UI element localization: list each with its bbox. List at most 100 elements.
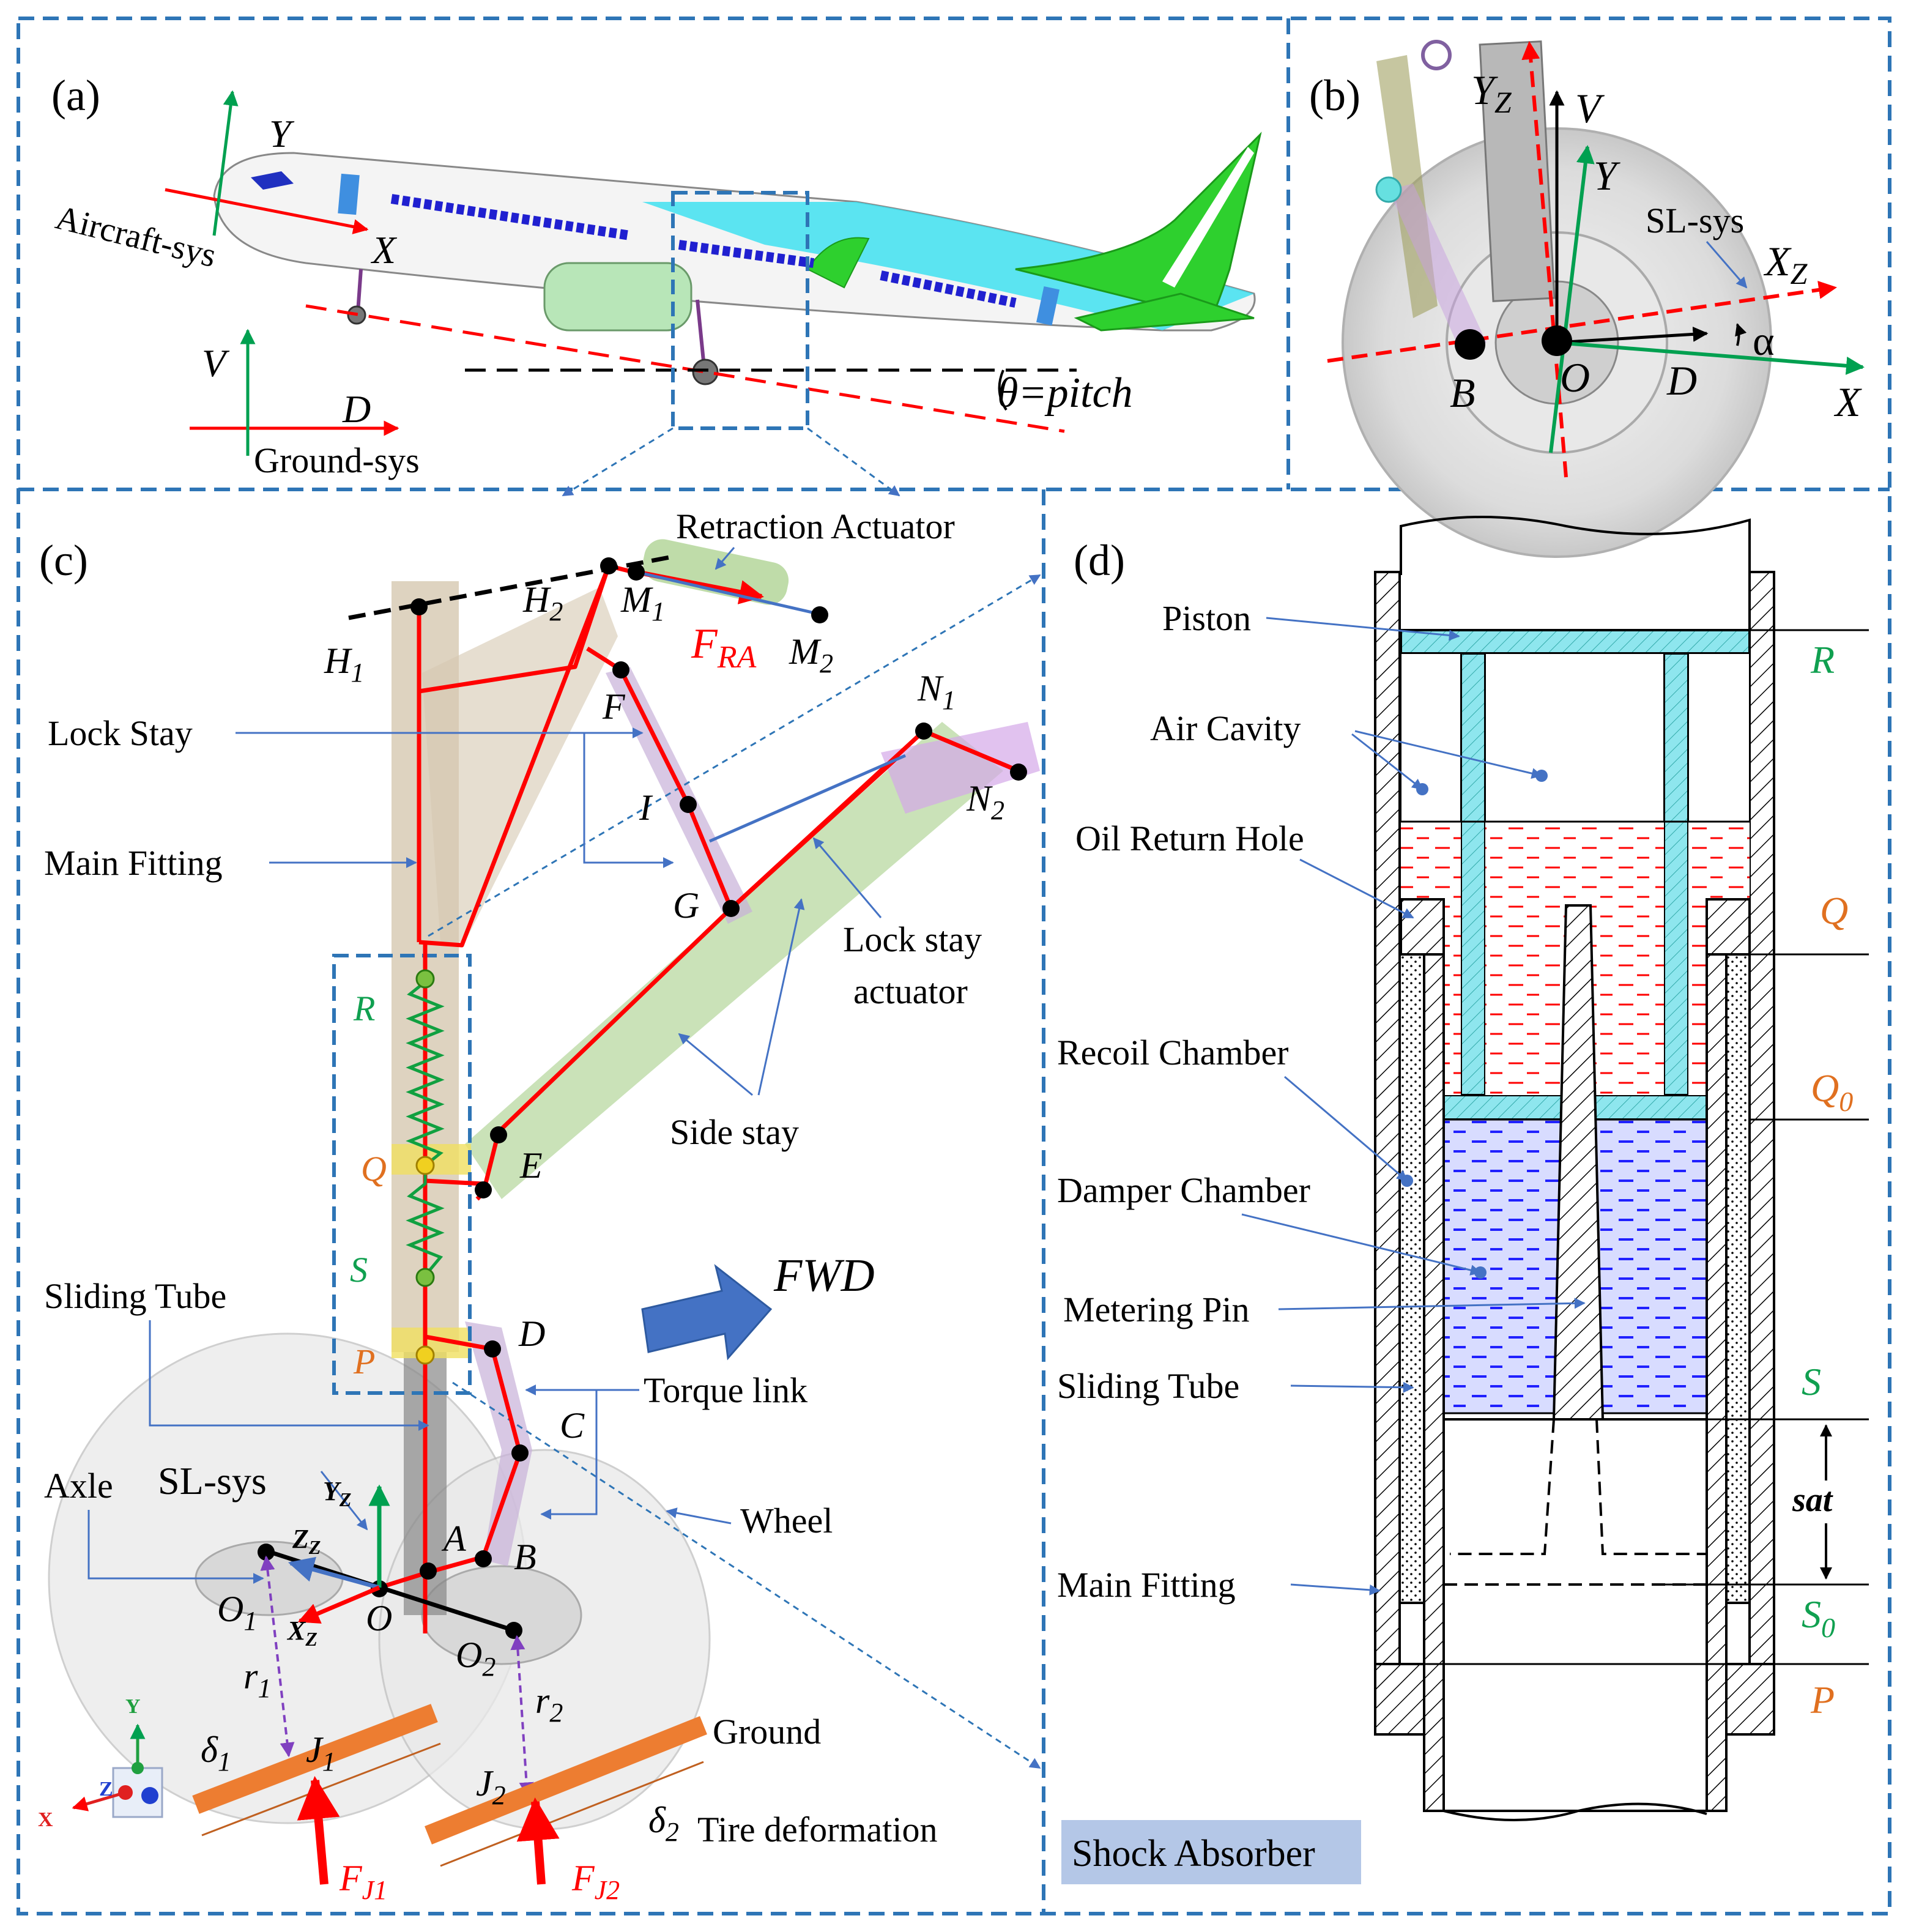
metering-pin-label: Metering Pin: [1063, 1290, 1249, 1329]
damper-chamber-leader: [1241, 1213, 1482, 1276]
o-label: O: [1560, 354, 1590, 401]
joint-D: [484, 1340, 501, 1358]
pitch-label: θ=pitch: [997, 370, 1133, 417]
main-fitting-label-d: Main Fitting: [1057, 1565, 1236, 1605]
P-label-c: P: [353, 1342, 375, 1381]
panel-a: (a) Y X Aircraft-sys: [51, 71, 1262, 497]
window-row-1: [390, 194, 631, 240]
sliding-tube-right: [1724, 953, 1751, 1604]
zoom-line-lower: [452, 1381, 1041, 1769]
triad-x-axis: [72, 1791, 126, 1811]
panel-c: (c): [38, 507, 1041, 1905]
M1-label: M1: [620, 579, 665, 626]
ground-v-label: V: [202, 341, 230, 385]
purple-link: [1389, 184, 1487, 355]
torque-link-line: [428, 1348, 522, 1575]
zoom-line-upper: [428, 574, 1041, 937]
air-cavity-label: Air Cavity: [1150, 708, 1301, 748]
delta2-label: δ2: [648, 1800, 679, 1847]
fwd-arrow: [641, 1264, 773, 1361]
damper-chamber-dot: [1474, 1266, 1487, 1279]
zoom-line-left: [562, 427, 674, 497]
joint-F: [612, 661, 629, 678]
spring-node-Q: [415, 1156, 435, 1175]
fj1-arrow: [297, 1776, 340, 1885]
aircraft-baseline: [305, 304, 1065, 433]
joint-G: [722, 900, 740, 917]
sl-zz-axis-c: [288, 1556, 380, 1590]
delta1-label: δ1: [201, 1730, 231, 1777]
joint-markers: [258, 557, 1027, 1639]
S0-label-d: S0: [1802, 1592, 1835, 1643]
retraction-actuator-label: Retraction Actuator: [676, 507, 955, 546]
ground-d-axis-b: [1556, 326, 1709, 344]
panel-frames: [17, 17, 1891, 1915]
joint-M2: [811, 606, 828, 623]
engine-nacelle: [543, 262, 692, 332]
joint-A: [420, 1562, 437, 1580]
lock-stay-actuator-leader: [812, 837, 882, 918]
spring-node-S: [415, 1268, 435, 1287]
truss-diagonal: [418, 565, 611, 948]
shock-absorber-label-bg: [1061, 1820, 1361, 1884]
main-fitting-leader-d: [1290, 1583, 1381, 1596]
H1-label: H1: [324, 641, 364, 688]
C-label: C: [560, 1405, 585, 1446]
sl-xz-axis-c: [297, 1585, 380, 1624]
triad-dot-blue: [141, 1787, 158, 1804]
aircraft-y-label: Y: [269, 112, 295, 155]
collar-link-upper: [425, 1178, 484, 1186]
R-label-c: R: [353, 989, 375, 1028]
main-fitting-label: Main Fitting: [44, 843, 223, 883]
piston-label: Piston: [1162, 598, 1251, 638]
sliding-tube-leader-d: [1290, 1381, 1414, 1393]
alpha-arc: [1735, 323, 1747, 346]
spring-node-R: [415, 969, 435, 989]
cockpit-window: [251, 171, 294, 190]
axle-leader: [87, 1510, 264, 1584]
joint-N1: [915, 723, 932, 740]
alpha-label: α: [1753, 318, 1775, 364]
lock-stay-actuator-axis: [708, 754, 907, 843]
d-label: D: [1666, 357, 1697, 404]
triad-z-label: Z: [99, 1778, 113, 1800]
axle-offset-line: [378, 1570, 429, 1590]
FJ2-label: FJ2: [571, 1858, 620, 1905]
side-stay-body: [465, 722, 1003, 1199]
lock-stay-label: Lock Stay: [48, 713, 193, 753]
sliding-tube-inner-left: [1423, 953, 1445, 1812]
O1-label: O1: [217, 1589, 257, 1636]
sl-sys-leader: [1706, 241, 1748, 289]
R-label-d: R: [1810, 638, 1835, 682]
Zz-label-c: ZZ: [292, 1524, 321, 1558]
top-break-line: [1400, 516, 1751, 575]
zoom-line-right: [807, 427, 900, 497]
oil-return-hole-left: [1400, 898, 1445, 956]
air-cavity-left: [1400, 653, 1461, 822]
panel-d-label: (d): [1074, 536, 1125, 585]
door-front: [338, 173, 360, 215]
v-label: V: [1575, 85, 1605, 132]
wheel-label: Wheel: [740, 1501, 833, 1540]
E-label: E: [519, 1145, 543, 1186]
S-label-d: S: [1802, 1360, 1821, 1403]
wing: [806, 237, 870, 289]
triad-y-label: Y: [125, 1695, 141, 1718]
air-cavity-dot-2: [1535, 770, 1548, 782]
recoil-chamber-dot: [1401, 1175, 1413, 1187]
shock-absorber-label: Shock Absorber: [1072, 1833, 1315, 1874]
piston-stem-right: [1663, 652, 1690, 1107]
aircraft-x-axis: [165, 188, 369, 234]
metering-pin-leader: [1278, 1298, 1586, 1310]
sl-sys-label: SL-sys: [1646, 201, 1744, 240]
piston-head: [1400, 629, 1751, 655]
pitch-angle-arc: [998, 370, 1008, 411]
retraction-actuator-axis: [636, 570, 823, 617]
joint-M1: [628, 563, 645, 581]
sl-xz-axis: [1327, 281, 1837, 363]
O2-label: O2: [456, 1635, 496, 1682]
Q-label-d: Q: [1820, 889, 1848, 932]
A-label: A: [441, 1518, 466, 1559]
aircraft-illustration: [213, 132, 1262, 385]
N2-label: N2: [966, 778, 1004, 825]
